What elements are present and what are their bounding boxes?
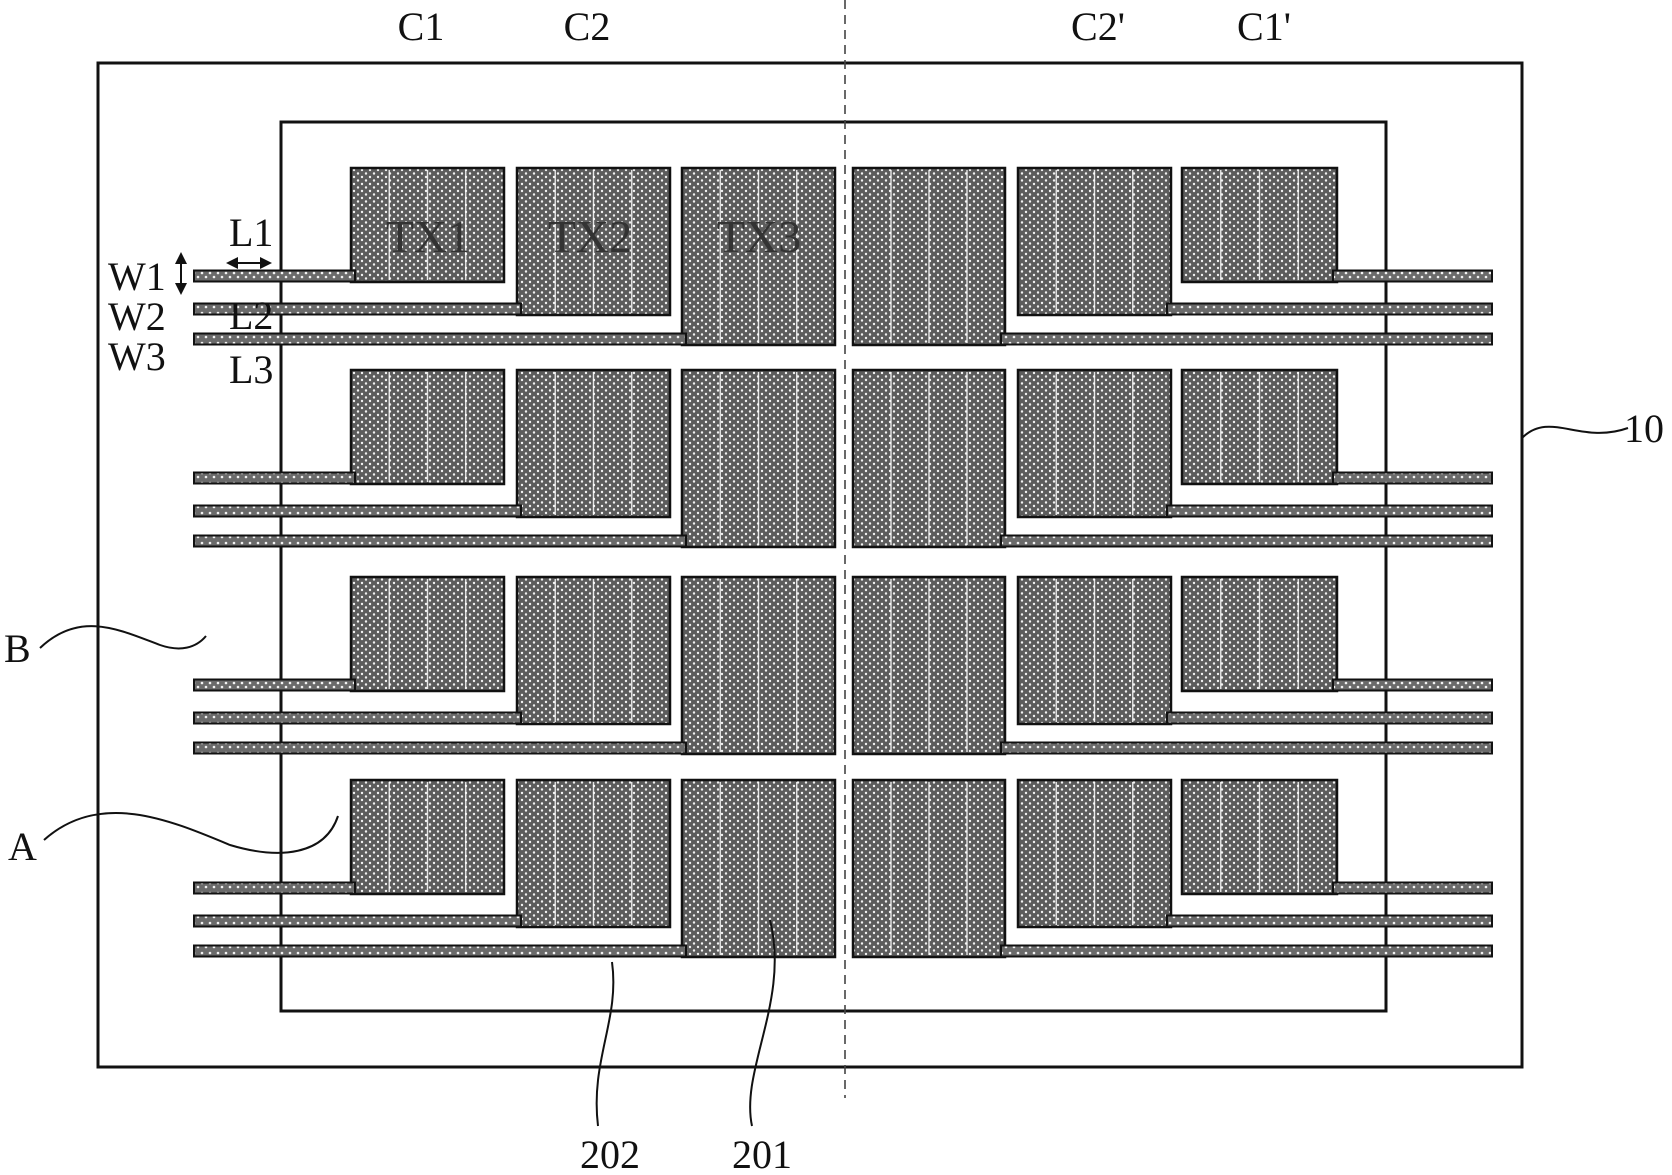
trace-left-r4-3 [193, 944, 687, 958]
column-label-c1-prime: C1' [1237, 4, 1291, 49]
leader-line-10 [1521, 425, 1629, 439]
trace-right-r4-1 [1000, 944, 1493, 958]
trace-left-r2-2 [193, 504, 522, 518]
width-label-w3: W3 [108, 334, 166, 379]
trace-left-r2-3 [193, 534, 687, 548]
leader-line-b [39, 625, 207, 650]
substrate-frame [96, 61, 1524, 1069]
trace-left-r1-1 [193, 269, 356, 283]
region-label-a: A [8, 824, 37, 869]
reference-numeral-201: 201 [732, 1132, 792, 1175]
column-label-c2: C2 [564, 4, 611, 49]
trace-left-r4-1 [193, 881, 356, 895]
electrode-rows [193, 166, 1493, 959]
trace-right-r4-3 [1332, 881, 1493, 895]
length-label-l1: L1 [229, 210, 273, 255]
column-label-c2-prime: C2' [1071, 4, 1125, 49]
trace-left-r1-3 [193, 332, 687, 346]
width-label-w2: W2 [108, 294, 166, 339]
width-label-w1: W1 [108, 254, 166, 299]
column-label-c1: C1 [398, 4, 445, 49]
trace-right-r3-1 [1000, 741, 1493, 755]
trace-right-r1-3 [1332, 269, 1493, 283]
length-arrow-l1 [226, 257, 272, 269]
trace-left-r2-1 [193, 471, 356, 485]
leader-line-201 [749, 919, 776, 1127]
length-label-l3: L3 [229, 347, 273, 392]
region-label-b: B [4, 626, 31, 671]
electrode-label-tx3: TX3 [717, 211, 801, 262]
reference-numeral-10: 10 [1624, 406, 1664, 451]
trace-right-r2-2 [1166, 504, 1493, 518]
trace-right-r3-3 [1332, 678, 1493, 692]
trace-right-r1-2 [1166, 302, 1493, 316]
electrode-label-tx2: TX2 [548, 211, 632, 262]
trace-left-r3-2 [193, 711, 522, 725]
leader-line-202 [595, 961, 615, 1127]
trace-left-r1-2 [193, 302, 522, 316]
electrode-label-tx1: TX1 [386, 211, 470, 262]
width-arrow-w1 [175, 252, 187, 295]
leader-line-a [43, 811, 339, 854]
trace-right-r2-1 [1000, 534, 1493, 548]
trace-right-r4-2 [1166, 914, 1493, 928]
length-label-l2: L2 [229, 293, 273, 338]
trace-right-r3-2 [1166, 711, 1493, 725]
trace-right-r1-1 [1000, 332, 1493, 346]
active-area-frame [279, 120, 1388, 1013]
reference-numeral-202: 202 [580, 1132, 640, 1175]
trace-left-r3-1 [193, 678, 356, 692]
trace-left-r4-2 [193, 914, 522, 928]
trace-left-r3-3 [193, 741, 687, 755]
trace-right-r2-3 [1332, 471, 1493, 485]
